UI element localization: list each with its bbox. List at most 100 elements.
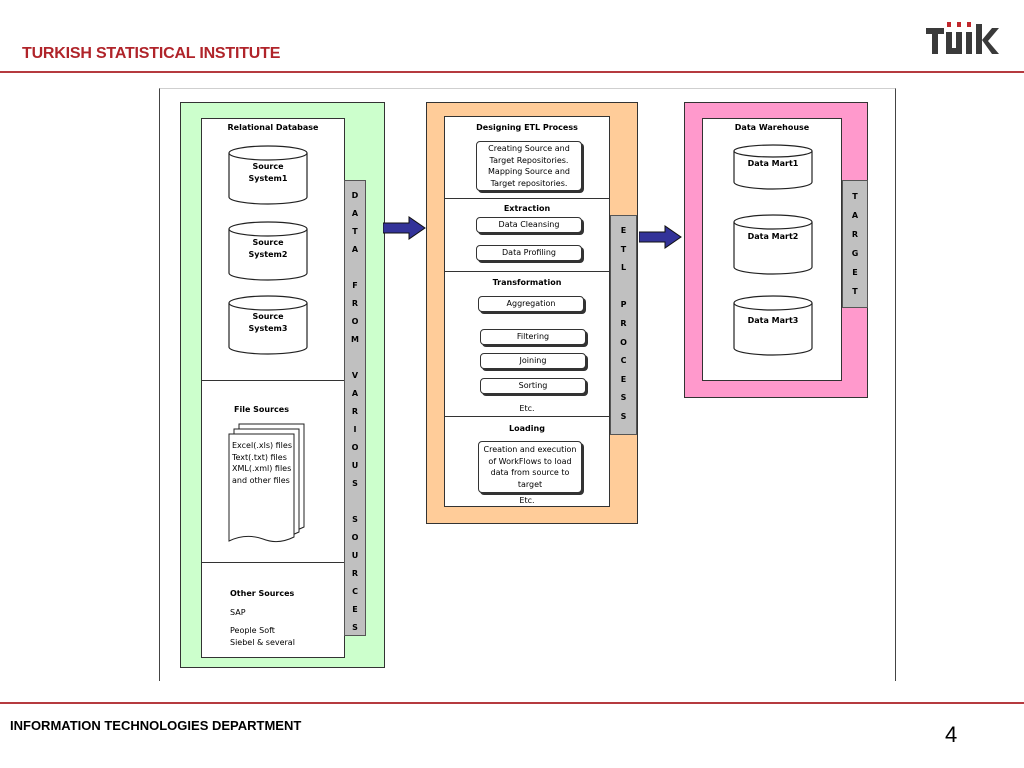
- data-mart2-label: Data Mart2: [747, 232, 799, 241]
- sources-inner: Relational Database Source System1 Sourc…: [201, 118, 345, 658]
- design-etl-box: Creating Source and Target Repositories.…: [476, 141, 582, 191]
- extraction-title: Extraction: [503, 204, 551, 213]
- sorting-box: Sorting: [480, 378, 586, 394]
- loading-section: Loading Creation and execution of WorkFl…: [445, 417, 609, 508]
- file-sources-section: File Sources Excel(.xls) files Text(.txt…: [202, 381, 344, 563]
- other-sources-siebel: Siebel & several: [230, 638, 295, 647]
- source-system2-label: Source System2: [248, 238, 288, 259]
- header-divider: [0, 71, 1024, 73]
- file-document-stack: Excel(.xls) files Text(.txt) files XML(.…: [228, 423, 306, 548]
- source-system3-cylinder: Source System3: [228, 295, 308, 355]
- data-mart2-cylinder: Data Mart2: [733, 214, 813, 275]
- file-sources-title: File Sources: [234, 405, 289, 414]
- bar-letter: S: [620, 393, 627, 403]
- bar-letter: A: [851, 211, 859, 220]
- data-mart3-cylinder: Data Mart3: [733, 295, 813, 356]
- department-name: INFORMATION TECHNOLOGIES DEPARTMENT: [10, 718, 302, 733]
- target-panel: Data Warehouse Data Mart1 Data Mart2 Dat…: [684, 102, 868, 398]
- bar-letter: R: [351, 299, 359, 308]
- other-sources-peoplesoft: People Soft: [230, 626, 275, 635]
- loading-etc: Etc.: [519, 496, 535, 505]
- bar-letter: S: [352, 479, 358, 488]
- bar-letter: O: [351, 443, 359, 452]
- design-etl-section: Designing ETL Process Creating Source an…: [445, 117, 609, 199]
- bar-letter: T: [852, 287, 858, 296]
- data-mart1-cylinder: Data Mart1: [733, 144, 813, 204]
- bar-letter: R: [851, 230, 859, 239]
- extraction-section: Extraction Data Cleansing Data Profiling: [445, 199, 609, 272]
- bar-letter: V: [351, 371, 359, 380]
- bar-letter: T: [620, 244, 627, 254]
- bar-letter: D: [351, 191, 359, 200]
- data-mart1-label: Data Mart1: [747, 159, 799, 168]
- page-number: 4: [945, 722, 958, 747]
- bar-letter: E: [620, 226, 627, 235]
- bar-letter: A: [351, 245, 359, 254]
- transformation-section: Transformation Aggregation Filtering Joi…: [445, 272, 609, 417]
- transformation-etc: Etc.: [519, 404, 535, 413]
- other-sources-title: Other Sources: [230, 589, 295, 598]
- bar-letter: S: [352, 623, 358, 632]
- bar-letter: S: [620, 411, 627, 421]
- bar-letter: T: [352, 227, 358, 236]
- bar-letter: O: [351, 533, 359, 542]
- bar-letter: E: [352, 605, 358, 614]
- other-sources-section: Other Sources SAP People Soft Siebel & s…: [202, 563, 344, 659]
- bar-letter: R: [620, 318, 627, 328]
- bar-letter: U: [351, 551, 359, 560]
- data-cleansing-box: Data Cleansing: [476, 217, 582, 233]
- bar-letter: S: [352, 515, 358, 524]
- bar-letter: E: [620, 374, 627, 384]
- bar-letter: R: [351, 407, 359, 416]
- filtering-box: Filtering: [480, 329, 586, 345]
- bar-letter: A: [351, 389, 359, 398]
- source-system1-cylinder: Source System1: [228, 145, 308, 205]
- bar-letter: L: [620, 263, 627, 273]
- relational-db-title: Relational Database: [227, 123, 319, 132]
- bar-letter: [345, 349, 365, 367]
- footer-divider: [0, 702, 1024, 704]
- data-warehouse-title: Data Warehouse: [734, 123, 810, 132]
- bar-letter: G: [851, 249, 859, 258]
- bar-letter: C: [352, 587, 358, 596]
- bar-letter: P: [620, 300, 627, 310]
- design-etl-title: Designing ETL Process: [476, 123, 578, 132]
- bar-letter: E: [852, 268, 858, 277]
- etl-inner: Designing ETL Process Creating Source an…: [444, 116, 610, 507]
- bar-letter: A: [351, 209, 359, 218]
- aggregation-box: Aggregation: [478, 296, 584, 312]
- transformation-title: Transformation: [492, 278, 562, 287]
- bar-letter: C: [620, 356, 627, 366]
- source-system2-cylinder: Source System2: [228, 221, 308, 281]
- etl-panel: Designing ETL Process Creating Source an…: [426, 102, 638, 524]
- loading-box: Creation and execution of WorkFlows to l…: [478, 441, 582, 493]
- loading-title: Loading: [509, 424, 545, 433]
- tuik-logo-icon: [926, 22, 999, 54]
- data-profiling-box: Data Profiling: [476, 245, 582, 261]
- bar-letter: T: [852, 192, 858, 201]
- arrow-etl-to-target: [639, 225, 682, 249]
- file-sources-text: Excel(.xls) files Text(.txt) files XML(.…: [232, 441, 292, 485]
- source-system3-label: Source System3: [248, 312, 288, 333]
- arrow-sources-to-etl: [383, 216, 426, 240]
- target-bar: T A R G E T: [842, 180, 868, 308]
- source-system1-label: Source System1: [248, 162, 288, 183]
- relational-db-section: Relational Database Source System1 Sourc…: [202, 119, 344, 381]
- sources-panel: Relational Database Source System1 Sourc…: [180, 102, 385, 668]
- bar-letter: [345, 259, 365, 277]
- tuik-logo: [924, 14, 1000, 58]
- data-warehouse-inner: Data Warehouse Data Mart1 Data Mart2 Dat…: [702, 118, 842, 381]
- bar-letter: R: [351, 569, 359, 578]
- bar-letter: F: [352, 281, 358, 290]
- bar-letter: O: [351, 317, 359, 326]
- bar-letter: [611, 278, 636, 297]
- bar-letter: I: [353, 425, 357, 434]
- other-sources-sap: SAP: [230, 608, 246, 617]
- bar-letter: O: [620, 337, 627, 347]
- data-mart3-label: Data Mart3: [747, 316, 799, 325]
- diagram-frame: [159, 88, 896, 681]
- bar-letter: U: [351, 461, 359, 470]
- bar-letter: [345, 493, 365, 511]
